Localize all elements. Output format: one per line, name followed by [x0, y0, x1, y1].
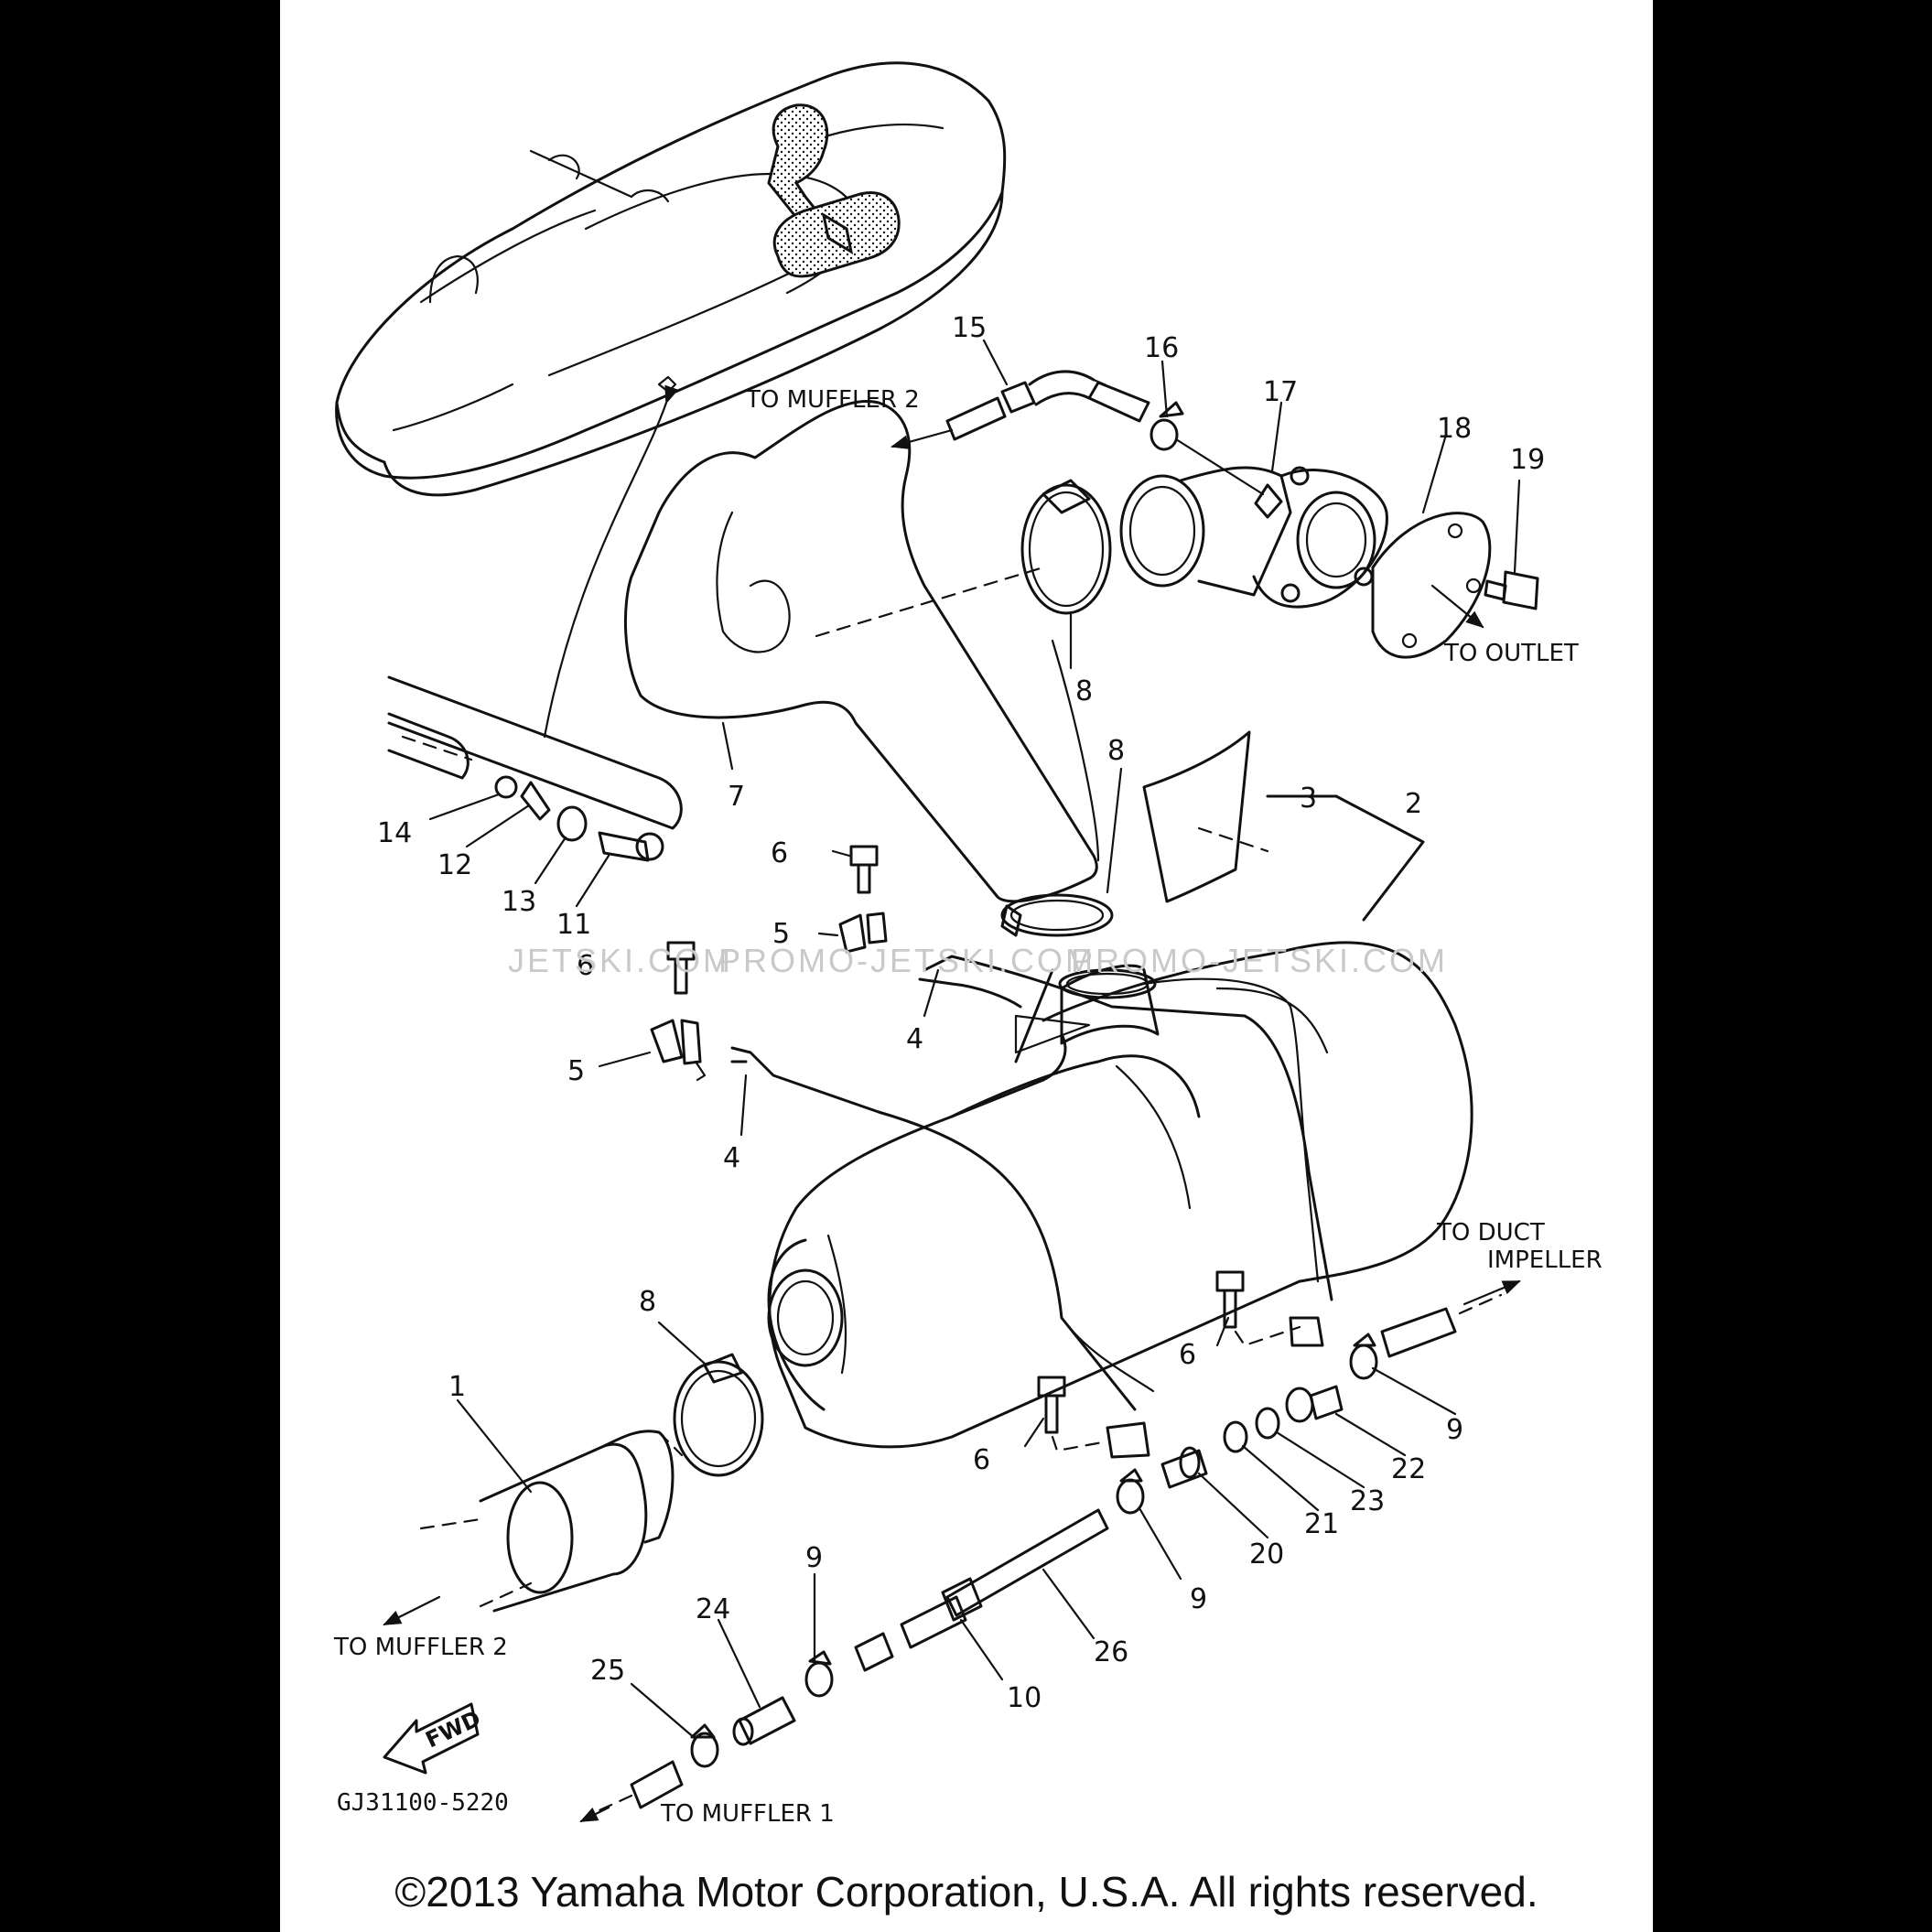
- pipe-1: [419, 1430, 684, 1613]
- watermarks: JETSKI.COM PROMO-JETSKI.COM PROMO-JETSKI…: [508, 942, 1448, 979]
- clamp-9-middle: [1116, 1468, 1145, 1515]
- gasket-18: [1371, 512, 1492, 659]
- callout-12: 12: [437, 849, 472, 881]
- callout-23: 23: [1350, 1485, 1385, 1517]
- clamp-9-right: [1349, 1333, 1378, 1380]
- annotations: TO MUFFLER 2 TO OUTLET TO DUCT IMPELLER …: [333, 386, 1603, 1828]
- callout-21: 21: [1304, 1508, 1339, 1540]
- callout-6-d: 6: [973, 1444, 990, 1476]
- callout-6-b: 6: [577, 950, 594, 982]
- watermark-3: PROMO-JETSKI.COM: [1071, 942, 1448, 979]
- hose-to-duct: [1380, 1293, 1503, 1358]
- washer-21: [1223, 1420, 1248, 1453]
- clamp-8-lower: [673, 1353, 764, 1477]
- arrow-to-duct: [1462, 1279, 1521, 1306]
- callout-leaders: [428, 339, 1521, 1741]
- callout-8-upper: 8: [1075, 675, 1093, 707]
- clamp-8-middle: [1000, 893, 1114, 937]
- callout-8-lower: 8: [639, 1286, 656, 1318]
- hose-to-muffler-1: [598, 1760, 684, 1812]
- joint-17: [1119, 466, 1388, 609]
- leader-2: [1334, 794, 1425, 922]
- bracket-5-lower: [650, 1019, 707, 1082]
- watercraft-illustration: [335, 61, 1007, 497]
- callout-24: 24: [696, 1593, 730, 1625]
- side-bracket-assembly: [387, 675, 683, 862]
- callout-2: 2: [1405, 788, 1422, 820]
- label-to-outlet: TO OUTLET: [1443, 640, 1579, 667]
- label-to-muffler-2-bottom: TO MUFFLER 2: [333, 1634, 508, 1661]
- arrow-to-muffler-1: [579, 1806, 610, 1823]
- clamp-9-lower: [804, 1650, 834, 1698]
- callout-4-b: 4: [723, 1142, 740, 1174]
- clamp-8-upper: [1020, 479, 1112, 615]
- callout-25: 25: [590, 1655, 625, 1687]
- callout-17: 17: [1263, 376, 1298, 408]
- callout-19: 19: [1510, 444, 1545, 476]
- bolt-6-lower-right: [1215, 1270, 1324, 1347]
- arrow-to-muffler-2-bottom: [383, 1595, 441, 1626]
- hose-15: [945, 370, 1150, 441]
- clamp-25: [690, 1723, 719, 1768]
- callout-4-a: 4: [906, 1023, 923, 1055]
- callout-5-a: 5: [772, 918, 790, 950]
- callout-10: 10: [1007, 1682, 1042, 1714]
- exhaust-pipe-7: [623, 400, 1100, 903]
- copyright-notice: ©2013 Yamaha Motor Corporation, U.S.A. A…: [394, 1868, 1538, 1916]
- fitting-20: [1160, 1446, 1208, 1489]
- callout-9-c: 9: [805, 1542, 823, 1574]
- callout-6-a: 6: [771, 837, 788, 869]
- bolt-6-lower-left: [1037, 1376, 1150, 1459]
- strap-4-lower: [730, 1046, 1155, 1411]
- callout-9-b: 9: [1190, 1583, 1207, 1615]
- callout-20: 20: [1249, 1538, 1284, 1570]
- callout-5-b: 5: [567, 1055, 585, 1087]
- bolt-6-upper: [849, 845, 879, 894]
- watermark-2: PROMO-JETSKI.COM: [718, 942, 1096, 979]
- label-to-duct-2: IMPELLER: [1487, 1247, 1603, 1274]
- callout-7: 7: [728, 781, 745, 813]
- bolt-6-mid: [666, 941, 696, 995]
- watermark-1: JETSKI.COM: [508, 942, 733, 979]
- hose-26: [945, 1508, 1109, 1617]
- callout-numbers: 15 16 17 18 19 8 7 8 3 2 6 5 6 4 5 4 14 …: [377, 312, 1545, 1714]
- callout-26: 26: [1094, 1636, 1128, 1668]
- leader-craft-to-bracket: [543, 384, 679, 739]
- leader-16-joint: [1174, 437, 1265, 496]
- arrow-to-outlet: [1430, 584, 1484, 629]
- washer-23: [1255, 1407, 1280, 1440]
- fwd-arrow-badge: FWD: [383, 1702, 484, 1775]
- callout-13: 13: [502, 886, 536, 918]
- callout-9-a: 9: [1446, 1414, 1463, 1446]
- hose-short: [854, 1632, 894, 1672]
- callout-11: 11: [556, 909, 591, 941]
- strap-4-upper: [918, 955, 1333, 1301]
- label-to-muffler-1: TO MUFFLER 1: [660, 1800, 835, 1828]
- callout-16: 16: [1144, 332, 1179, 364]
- label-to-duct-1: TO DUCT: [1436, 1219, 1545, 1247]
- callout-1: 1: [448, 1371, 466, 1403]
- callout-22: 22: [1391, 1453, 1426, 1485]
- callout-6-c: 6: [1179, 1339, 1196, 1371]
- insulator-3: [1142, 730, 1269, 903]
- clamp-16: [1149, 401, 1184, 451]
- callout-15: 15: [952, 312, 987, 344]
- fitting-24: [732, 1696, 796, 1746]
- callout-18: 18: [1437, 413, 1472, 445]
- fitting-10: [900, 1577, 983, 1649]
- arrow-to-muffler-2-top: [890, 428, 954, 449]
- fitting-22: [1285, 1385, 1344, 1423]
- bolt-19: [1484, 570, 1539, 610]
- callout-3: 3: [1300, 783, 1317, 815]
- callout-8-middle: 8: [1107, 735, 1125, 767]
- label-to-muffler-2-top: TO MUFFLER 2: [745, 386, 920, 414]
- callout-14: 14: [377, 817, 412, 849]
- figure-code: GJ31100-5220: [337, 1789, 509, 1817]
- bracket-5-upper: [838, 912, 888, 954]
- muffler-front-end: [767, 1234, 847, 1411]
